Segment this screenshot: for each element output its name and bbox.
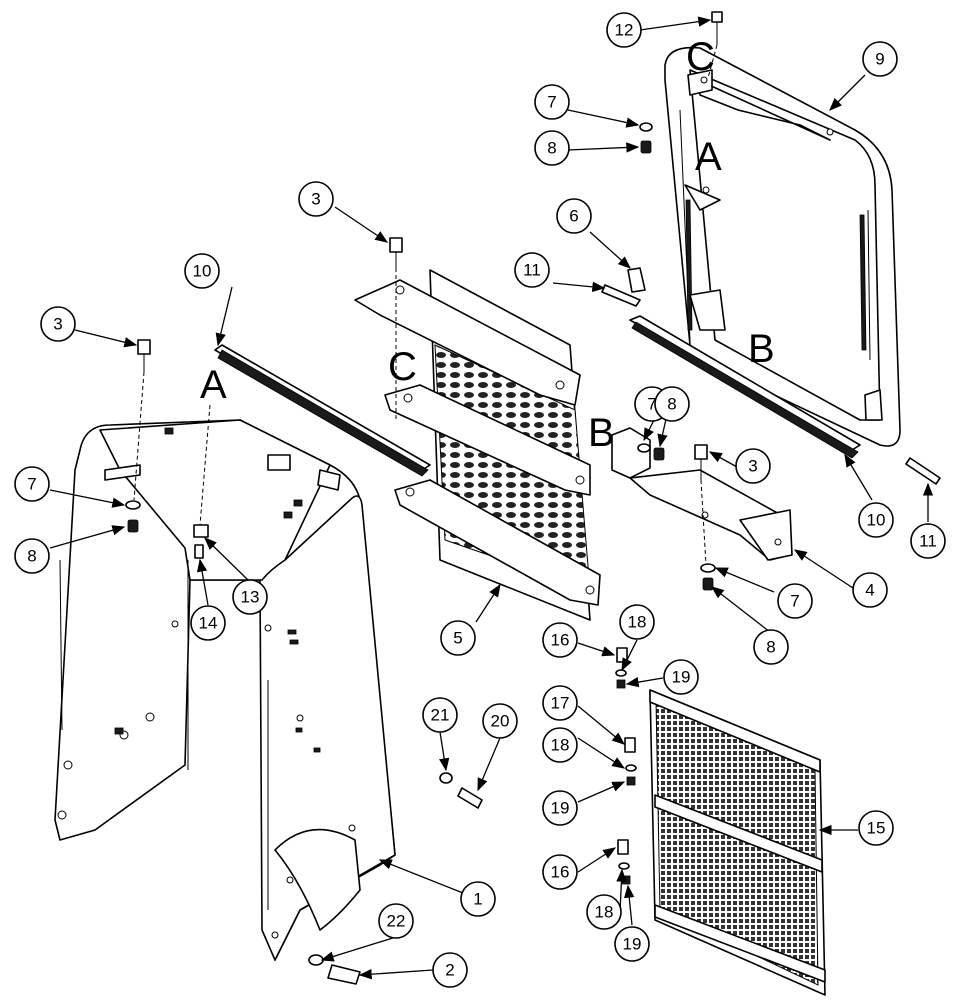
callout-3-top: 3 bbox=[298, 181, 334, 217]
reference-letter-b-right: B bbox=[748, 327, 775, 371]
callout-11-right: 11 bbox=[910, 523, 946, 559]
callout-18-middle: 18 bbox=[542, 727, 578, 763]
svg-text:10: 10 bbox=[193, 262, 212, 281]
callout-15: 15 bbox=[858, 810, 894, 846]
callout-22: 22 bbox=[378, 903, 414, 939]
bracket-part-4 bbox=[611, 427, 793, 561]
callout-21: 21 bbox=[422, 697, 458, 733]
callout-19-middle: 19 bbox=[542, 790, 578, 826]
hardware bbox=[125, 11, 941, 985]
svg-text:7: 7 bbox=[547, 93, 556, 112]
svg-text:18: 18 bbox=[628, 613, 647, 632]
callout-18-top: 18 bbox=[619, 604, 655, 640]
callout-10-right: 10 bbox=[858, 502, 894, 538]
svg-text:19: 19 bbox=[623, 935, 642, 954]
svg-text:1: 1 bbox=[473, 890, 482, 909]
callout-14: 14 bbox=[190, 605, 226, 641]
callout-12: 12 bbox=[606, 12, 642, 48]
svg-text:7: 7 bbox=[647, 395, 656, 414]
callout-10-left: 10 bbox=[184, 253, 220, 289]
seal-strip-part-10-right bbox=[629, 315, 861, 459]
callout-18-bottom: 18 bbox=[586, 894, 622, 930]
callout-8-bracket: 8 bbox=[654, 386, 690, 422]
alignment-lines bbox=[133, 44, 718, 566]
svg-text:21: 21 bbox=[431, 706, 450, 725]
svg-text:4: 4 bbox=[865, 581, 874, 600]
reference-letter-a-left: A bbox=[200, 363, 227, 407]
reference-letters: A A B B C C bbox=[200, 35, 775, 455]
svg-text:10: 10 bbox=[867, 511, 886, 530]
svg-text:19: 19 bbox=[672, 668, 691, 687]
svg-text:7: 7 bbox=[27, 475, 36, 494]
callout-7-top: 7 bbox=[534, 84, 570, 120]
svg-text:7: 7 bbox=[790, 592, 799, 611]
svg-text:8: 8 bbox=[667, 395, 676, 414]
svg-text:11: 11 bbox=[523, 261, 541, 280]
reference-letter-a-right: A bbox=[695, 135, 722, 179]
callout-3-left: 3 bbox=[40, 306, 76, 342]
grille-part-5 bbox=[354, 269, 601, 621]
svg-text:20: 20 bbox=[491, 712, 510, 731]
callout-11-left: 11 bbox=[514, 252, 550, 288]
callout-6: 6 bbox=[556, 198, 592, 234]
callout-19-bottom: 19 bbox=[614, 926, 650, 962]
callout-3-right: 3 bbox=[735, 448, 771, 484]
frame-part-9 bbox=[664, 46, 901, 447]
svg-text:2: 2 bbox=[445, 961, 454, 980]
svg-text:8: 8 bbox=[27, 547, 36, 566]
reference-letter-b-left: B bbox=[588, 411, 615, 455]
callout-13: 13 bbox=[232, 579, 268, 615]
svg-text:8: 8 bbox=[547, 139, 556, 158]
svg-text:11: 11 bbox=[919, 532, 937, 551]
callout-16-top: 16 bbox=[542, 622, 578, 658]
callout-5: 5 bbox=[440, 620, 476, 656]
svg-text:3: 3 bbox=[53, 315, 62, 334]
svg-text:9: 9 bbox=[875, 50, 884, 69]
svg-text:5: 5 bbox=[453, 629, 462, 648]
svg-text:3: 3 bbox=[748, 457, 757, 476]
callout-16-bottom: 16 bbox=[542, 854, 578, 890]
svg-text:6: 6 bbox=[569, 207, 578, 226]
leader-arrows bbox=[49, 16, 934, 980]
svg-text:14: 14 bbox=[199, 614, 218, 633]
svg-text:18: 18 bbox=[595, 903, 614, 922]
callout-19-top: 19 bbox=[663, 659, 699, 695]
svg-text:3: 3 bbox=[311, 190, 320, 209]
callout-7-lower: 7 bbox=[777, 583, 813, 619]
callout-1: 1 bbox=[460, 881, 496, 917]
frame-part-1 bbox=[54, 419, 396, 961]
callout-2: 2 bbox=[432, 952, 468, 988]
svg-text:15: 15 bbox=[867, 819, 886, 838]
svg-text:22: 22 bbox=[387, 912, 406, 931]
svg-text:16: 16 bbox=[551, 863, 570, 882]
svg-text:17: 17 bbox=[551, 694, 570, 713]
callout-8-left: 8 bbox=[14, 538, 50, 574]
callout-20: 20 bbox=[482, 703, 518, 739]
reference-letter-c-left: C bbox=[388, 345, 417, 389]
callout-4: 4 bbox=[852, 572, 888, 608]
svg-text:13: 13 bbox=[241, 588, 260, 607]
callout-17: 17 bbox=[542, 685, 578, 721]
callout-7-left: 7 bbox=[14, 466, 50, 502]
svg-text:18: 18 bbox=[551, 736, 570, 755]
seal-strip-part-10-left bbox=[214, 344, 431, 477]
callout-9: 9 bbox=[862, 41, 898, 77]
reference-letter-c-top: C bbox=[686, 35, 715, 79]
svg-text:8: 8 bbox=[766, 638, 775, 657]
screen-part-15 bbox=[649, 689, 826, 996]
svg-text:16: 16 bbox=[551, 631, 570, 650]
svg-text:12: 12 bbox=[615, 21, 634, 40]
callout-8-lower: 8 bbox=[753, 629, 789, 665]
callout-8-top: 8 bbox=[534, 130, 570, 166]
svg-text:19: 19 bbox=[551, 799, 570, 818]
